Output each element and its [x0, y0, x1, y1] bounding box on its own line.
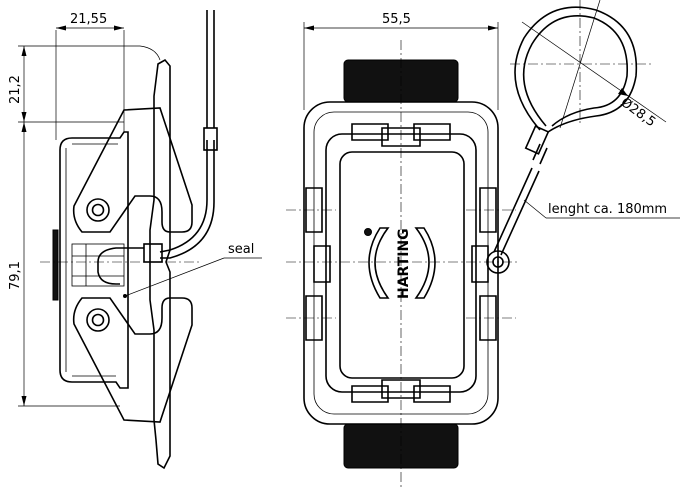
length-leader-line [523, 199, 547, 219]
dim-55-5-arrow-right [488, 25, 498, 31]
dim-79-1-label: 79,1 [8, 261, 23, 290]
side-seal-strip [52, 229, 59, 301]
brand-logo-text: HARTING [396, 228, 412, 299]
side-cable-ferrule [203, 127, 218, 151]
side-flange-plate [149, 58, 171, 470]
cable-loop-inner [522, 15, 628, 127]
dim-55-5-label: 55,5 [382, 12, 411, 27]
side-housing-inner [65, 143, 118, 377]
dim-21-55-arrow-left [56, 25, 66, 31]
seal-leader-line [124, 257, 225, 297]
seal-label: seal [228, 242, 254, 257]
side-upper-pivot-inner [91, 203, 105, 217]
front-cover-inner [339, 151, 465, 379]
side-seal-block [71, 243, 125, 287]
side-lower-pivot-outer [86, 308, 110, 332]
dim-21-2-arrow-bottom [21, 112, 27, 122]
front-view: HARTING 55,5 Ø28,5 lenght ca. [286, 0, 680, 488]
loop-leader [559, 0, 601, 129]
side-lower-pivot-inner [91, 313, 105, 327]
side-view: seal 21,55 21,2 79,1 [8, 10, 262, 470]
dim-21-2-label: 21,2 [8, 75, 23, 104]
brand-logo-arc-right [414, 227, 436, 299]
front-bottom-latches [351, 379, 451, 403]
side-cable-2 [160, 140, 215, 259]
cable-eyelet-inner [492, 256, 504, 268]
dim-21-55-label: 21,55 [70, 12, 107, 27]
cable-ferrule [524, 125, 550, 155]
loop-diameter-line [521, 21, 667, 123]
dim-21-2-arrow-top [21, 46, 27, 56]
brand-logo-registered [364, 228, 372, 236]
brand-logo-arc-left [368, 227, 390, 299]
side-cable-loop [97, 247, 144, 285]
side-seal-lines [72, 244, 124, 286]
side-upper-pivot-outer [86, 198, 110, 222]
cable-ferrule-neck [532, 143, 548, 165]
side-housing-body [59, 131, 129, 389]
side-upper-lever [72, 107, 193, 233]
side-cable [159, 10, 215, 253]
loop-diameter-arrow [618, 88, 628, 96]
dim-79-1-arrow-top [21, 122, 27, 132]
dim-55-5-arrow-left [304, 25, 314, 31]
front-side-bosses-left [305, 187, 331, 341]
dim-79-1-arrow-bottom [21, 396, 27, 406]
front-side-bosses-right [471, 187, 497, 341]
side-lower-lever [72, 297, 193, 423]
cable-length-label: lenght ca. 180mm [548, 202, 667, 217]
side-cable-crimp [143, 243, 163, 263]
dim-21-2-ext-top [18, 45, 161, 61]
cable-loop-outer [514, 6, 638, 133]
cable-strand [493, 167, 540, 256]
front-top-latches [351, 123, 451, 147]
cable-eyelet-outer [486, 250, 510, 274]
dim-21-55-arrow-right [114, 25, 124, 31]
loop-diameter-label: Ø28,5 [618, 95, 659, 130]
